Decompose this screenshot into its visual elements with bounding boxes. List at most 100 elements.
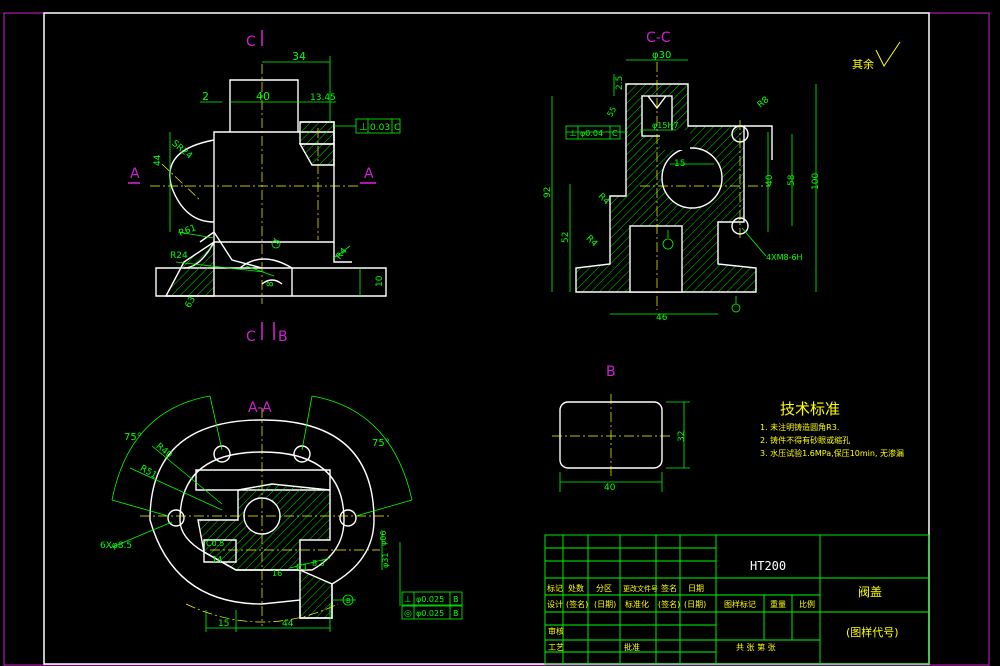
tb-material: HT200 xyxy=(750,559,786,573)
tb-part-name: 阀盖 xyxy=(858,585,882,599)
dim-13: 13.45 xyxy=(310,93,336,103)
aa-dimensions xyxy=(109,395,463,632)
section-mark-c-top: C xyxy=(246,34,256,50)
aa-datum: B xyxy=(346,597,351,605)
view-mark-b: B xyxy=(278,329,288,345)
aa-dim-d31: φ31 xyxy=(381,553,390,568)
tb-drawing-no: (图样代号) xyxy=(846,625,899,639)
aa-dim-14: 14 xyxy=(212,555,222,564)
tech-item-2: 2. 铸件不得有砂眼或缩孔 xyxy=(760,435,850,445)
tb-r2-4: (签名) xyxy=(658,599,680,609)
dim-sr24: SR24 xyxy=(169,139,194,162)
aa-centerlines xyxy=(140,408,390,626)
tech-title: 技术标准 xyxy=(780,400,840,418)
tb-weight: 重量 xyxy=(770,599,786,609)
cc-dim-52: 52 xyxy=(561,232,571,243)
dim-34: 34 xyxy=(292,50,306,63)
tb-r1-0: 标记 xyxy=(547,583,563,593)
cc-dim-thread: 4XM8-6H xyxy=(766,253,803,262)
aa-dim-15: 15 xyxy=(218,619,229,629)
cc-tol-symbol: ⊥ xyxy=(569,129,577,139)
dim-63: 63 xyxy=(184,295,198,310)
tb-r2-5: (日期) xyxy=(684,600,706,609)
cc-dim-46: 46 xyxy=(656,313,668,323)
b-dim-40: 40 xyxy=(604,483,616,493)
cc-dim-40: 40 xyxy=(765,174,775,186)
tol-front-ref: C xyxy=(394,123,400,133)
tb-sheet: 共 张 第 张 xyxy=(736,642,776,652)
dim-r24: R24 xyxy=(170,251,188,261)
title-block xyxy=(544,534,930,665)
tb-process: 工艺 xyxy=(548,643,564,652)
tb-r2-3: 标准化 xyxy=(625,599,649,609)
tb-r2-2: (日期) xyxy=(594,600,616,609)
section-mark-c-bottom: C xyxy=(246,329,256,345)
inner-frame xyxy=(43,12,930,665)
cc-tol-ref: C xyxy=(612,129,618,138)
cc-dim-30: φ30 xyxy=(652,50,671,61)
aa-tol1-symbol: ⊥ xyxy=(404,595,412,605)
cc-dim-r4a: R4 xyxy=(596,192,612,208)
tech-item-1: 1. 未注明铸造圆角R3. xyxy=(760,422,839,432)
cc-title: C-C xyxy=(646,30,671,46)
cc-dim-15h7: φ15H7 xyxy=(652,121,679,130)
aa-section-view xyxy=(149,419,375,619)
aa-dim-16: 16 xyxy=(272,569,282,578)
tech-notes: 技术标准 1. 未注明铸造圆角R3. 2. 铸件不得有砂眼或缩孔 3. 水压试验… xyxy=(760,400,904,458)
b-dim-32: 32 xyxy=(677,431,687,442)
tb-r1-2: 分区 xyxy=(596,584,612,593)
cc-centerlines xyxy=(640,62,770,310)
dim-44: 44 xyxy=(153,154,163,166)
dim-2: 2 xyxy=(202,90,209,103)
tb-r2-0: 设计 xyxy=(547,599,563,609)
cc-dim-100: 100 xyxy=(811,173,821,190)
b-view: 40 32 xyxy=(552,394,690,493)
aa-dim-d06: φ06 xyxy=(379,531,388,546)
dim-r61: R61 xyxy=(178,223,198,238)
aa-dim-c1: C1 xyxy=(296,563,308,573)
title-block-text: HT200 阀盖 (图样代号) 标记 处数 分区 更改文件号 签名 日期 设计 … xyxy=(547,559,899,652)
cc-dim-92: 92 xyxy=(543,187,553,198)
aa-dim-83: 8.3 xyxy=(312,559,325,568)
aa-tol2-symbol: ◎ xyxy=(404,609,412,619)
roughness-label: 其余 xyxy=(852,57,874,71)
tb-stage: 图样标记 xyxy=(724,599,756,609)
cc-dim-r4b: R4 xyxy=(584,234,600,250)
tol-front-value: 0.03 xyxy=(370,123,390,133)
cc-dim-58: 58 xyxy=(787,174,797,186)
tb-review: 审核 xyxy=(548,626,564,636)
aa-dim-44: 44 xyxy=(282,619,294,629)
cc-dim-15: 15 xyxy=(674,159,685,169)
roughness-note: 其余 xyxy=(852,41,901,71)
aa-angle-right: 75° xyxy=(372,438,390,449)
tb-scale: 比例 xyxy=(799,599,815,609)
front-section-marks xyxy=(128,30,376,340)
section-mark-a-left: A xyxy=(130,166,140,182)
aa-dim-c05: C0.5 xyxy=(206,539,224,548)
dim-40-top: 40 xyxy=(256,90,270,103)
cc-dimensions xyxy=(551,59,817,315)
tb-approve: 批准 xyxy=(624,642,640,652)
b-title: B xyxy=(606,364,616,380)
aa-angle-left: 75° xyxy=(124,432,142,443)
outer-frame xyxy=(3,12,990,666)
cc-dim-25: 2.5 xyxy=(615,76,625,90)
aa-tol2-value: φ0.025 xyxy=(416,609,444,618)
cc-dim-55: 55 xyxy=(605,105,618,118)
tb-r1-5: 日期 xyxy=(688,584,704,593)
tb-r2-1: (签名) xyxy=(566,599,588,609)
dim-8: 8 xyxy=(266,281,276,287)
front-dimensions xyxy=(169,56,401,296)
aa-tol2-ref: B xyxy=(453,609,459,618)
dim-10: 10 xyxy=(375,275,385,287)
cc-tol-value: φ0.04 xyxy=(580,129,603,138)
tech-item-3: 3. 水压试验1.6MPa,保压10min, 无渗漏 xyxy=(760,448,904,458)
section-mark-a-right: A xyxy=(364,166,374,182)
tb-r1-1: 处数 xyxy=(568,583,584,593)
aa-dim-r40: R40 xyxy=(154,442,174,461)
aa-tol1-value: φ0.025 xyxy=(416,595,444,604)
tb-r1-4: 签名 xyxy=(661,583,677,593)
front-centerlines xyxy=(150,64,360,304)
dim-r4: R4 xyxy=(334,246,350,262)
